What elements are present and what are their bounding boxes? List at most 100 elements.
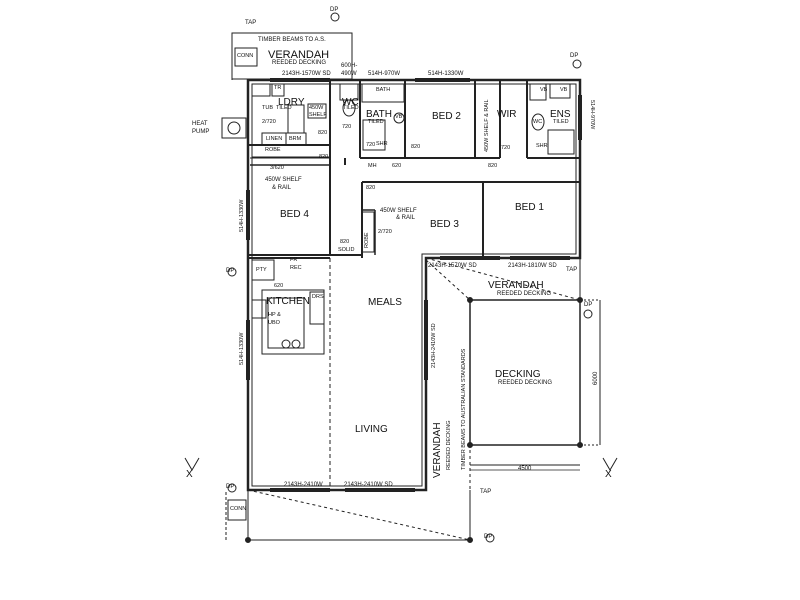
note-tr: TR: [274, 85, 282, 91]
note-820-f: 820: [340, 239, 350, 245]
note-tub: TUB: [262, 105, 273, 111]
room-label-meals: MEALS: [368, 297, 402, 308]
room-label-bed1: BED 1: [515, 202, 544, 213]
dp-marker: [227, 483, 237, 493]
dp-marker: [485, 533, 495, 543]
note-timber-beams: TIMBER BEAMS TO A.S.: [258, 37, 326, 43]
note-2-720: 2/720: [378, 229, 392, 235]
note-tiled-ens: TILED: [553, 119, 569, 125]
robe-bed3: [361, 211, 375, 253]
note-fr: FR: [290, 257, 298, 263]
note-wc-ens: WC: [533, 119, 543, 125]
note-dp-deck: DP: [584, 302, 593, 308]
note-conn-bottom: CONN: [230, 506, 247, 512]
note-shelf-bed4-a: 450W SHELF: [265, 177, 302, 183]
room-label-bed4: BED 4: [280, 209, 309, 220]
note-3-620: 3/620: [270, 165, 284, 171]
note-reeded-decking-vert: REEDED DECKING: [446, 420, 452, 470]
note-reeded-decking-verandah: REEDED DECKING: [497, 291, 552, 297]
note-tap-top: TAP: [245, 20, 257, 26]
note-side-514-1330: 514H-1330W: [239, 199, 245, 232]
note-conn: CONN: [237, 53, 254, 59]
room-label-decking: DECKING: [495, 369, 541, 380]
dimension-4500: 4500: [518, 466, 532, 472]
dp-marker: [583, 309, 593, 319]
conn-box-bottom: [227, 499, 247, 521]
section-mark-left: [184, 457, 200, 471]
note-robe-bed4: ROBE: [265, 147, 281, 153]
heat-pump: [221, 117, 247, 139]
note-pty: PTY: [256, 267, 267, 273]
note-shr-ens: SHR: [536, 143, 548, 149]
section-x-left: X: [186, 469, 193, 480]
note-vb-ens-a: VB: [540, 87, 548, 93]
note-dp-left: DP: [226, 268, 235, 274]
note-dp-bottom: DP: [484, 534, 493, 540]
note-720-b: 720: [366, 142, 376, 148]
note-820-c: 820: [411, 144, 421, 150]
note-solid: SOLID: [338, 247, 355, 253]
note-brm: BRM: [289, 136, 302, 142]
room-label-verandah-right: VERANDAH: [488, 280, 544, 291]
note-dp-bottom-left: DP: [226, 484, 235, 490]
note-tiled-wc: TILED: [343, 105, 359, 111]
note-620-kitchen: 620: [274, 283, 284, 289]
note-window-514-1330: 514H-1330W: [428, 71, 464, 77]
note-pump: PUMP: [192, 129, 210, 135]
note-window-2143-2410w: 2143H-2410W: [284, 482, 323, 488]
note-820-b: 820: [319, 154, 329, 160]
note-shelf-bed2: 450W SHELF & RAIL: [484, 99, 490, 152]
room-label-wc: WC: [342, 97, 359, 108]
note-window-514-970: 514H-970W: [368, 71, 401, 77]
note-820-a: 820: [318, 130, 328, 136]
note-tap-right: TAP: [566, 267, 578, 273]
room-label-bed3: BED 3: [430, 219, 459, 230]
note-720-d: 720: [501, 145, 511, 151]
room-label-bed2: BED 2: [432, 111, 461, 122]
note-reeded-decking-top: REEDED DECKING: [272, 60, 327, 66]
note-shelf-bed3-a: 450W SHELF: [380, 208, 417, 214]
note-timber-beams-aus: TIMBER BEAMS TO AUSTRALIAN STANDARDS: [461, 348, 467, 470]
pantry: [251, 259, 275, 281]
room-label-wir: WIR: [497, 109, 517, 120]
note-720-c: 2/720: [262, 119, 276, 125]
note-robe-bed3: ROBE: [364, 232, 370, 248]
note-side-514-1330-b: 514H-1330W: [239, 332, 245, 365]
room-label-laundry: LDRY: [278, 97, 305, 108]
dp-marker: [330, 12, 340, 22]
note-820-d: 820: [488, 163, 498, 169]
room-label-kitchen: KITCHEN: [266, 296, 310, 307]
note-720-a: 720: [342, 124, 352, 130]
note-side-514-970: 514H-970W: [589, 100, 595, 130]
note-hp: HP &: [268, 312, 281, 318]
note-dp: DP: [330, 7, 339, 13]
section-mark-right: [602, 457, 618, 471]
note-window-600h: 600H-: [341, 63, 358, 69]
note-linen: LINEN: [266, 136, 283, 142]
room-label-bath: BATH: [366, 109, 392, 120]
dimension-6000: 6000: [593, 371, 599, 385]
note-bath-tub: BATH: [376, 87, 391, 93]
note-shelf-450: 450W: [309, 105, 324, 111]
section-x-right: X: [605, 469, 612, 480]
note-window-2143-1810: 2143H-1810W SD: [508, 263, 557, 269]
note-window-2143-1570: 2143H-1570W SD: [428, 263, 477, 269]
note-window-top-left: 2143H-1570W SD: [282, 71, 331, 77]
room-label-ens: ENS: [550, 109, 571, 120]
conn-box: [234, 47, 258, 67]
dp-marker: [572, 59, 582, 69]
note-mh: MH: [368, 163, 377, 169]
room-label-living: LIVING: [355, 424, 388, 435]
note-620: 620: [392, 163, 402, 169]
note-tiled-bath: TILED: [368, 119, 384, 125]
note-window-2143-2410-vert: 2143H-2410W SD: [431, 323, 437, 368]
robe-bed4: [251, 144, 331, 158]
note-dp-top-right: DP: [570, 53, 579, 59]
note-tap-bottom: TAP: [480, 489, 492, 495]
room-label-verandah-top: VERANDAH: [268, 49, 330, 61]
note-tiled-laundry: TILED: [276, 105, 292, 111]
note-shr-bath: SHR: [376, 141, 388, 147]
note-heat: HEAT: [192, 121, 208, 127]
dp-marker: [227, 267, 237, 277]
